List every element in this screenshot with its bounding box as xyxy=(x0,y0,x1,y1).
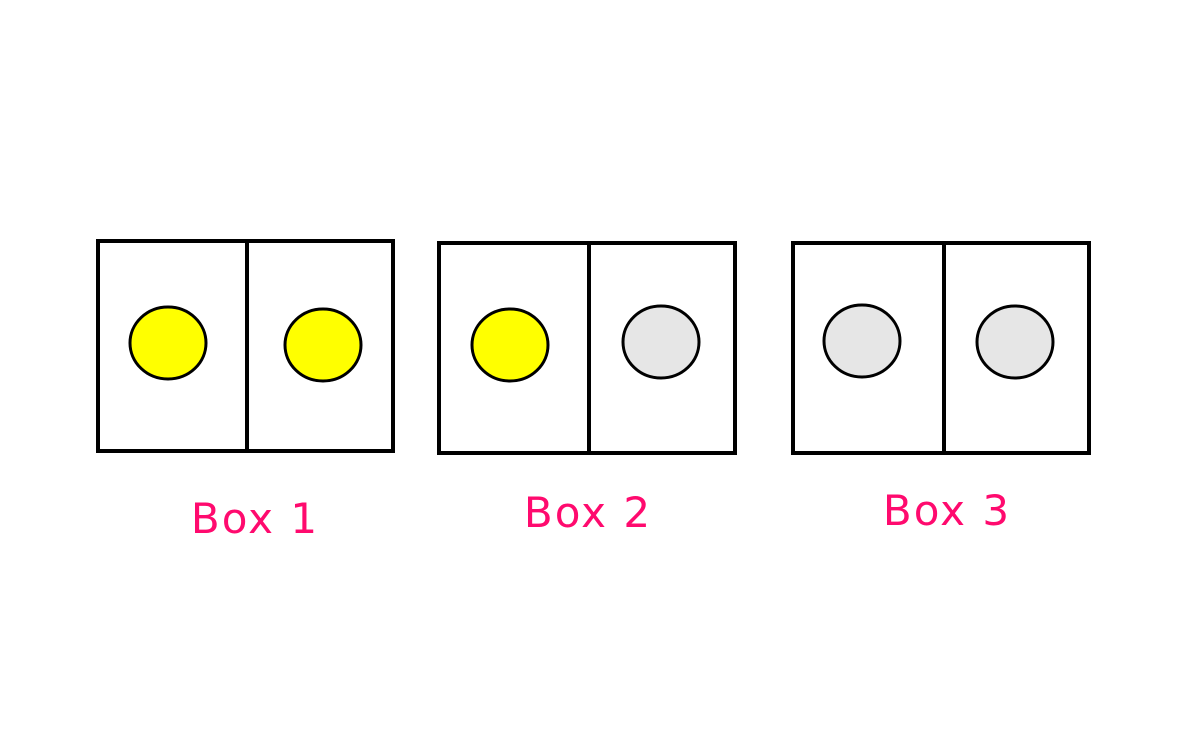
box-2-right-ball xyxy=(621,304,701,380)
box-3-left-ball xyxy=(822,303,902,379)
box-3-right-ball xyxy=(975,304,1055,380)
box-3: Box 3 xyxy=(791,241,1091,535)
box-3-label: Box 3 xyxy=(883,486,1011,535)
box-2: Box 2 xyxy=(437,241,737,537)
box-1-left-ball xyxy=(128,305,208,381)
box-2-label: Box 2 xyxy=(524,488,652,537)
box-1-right-ball xyxy=(283,307,363,383)
box-3-outline xyxy=(791,241,1091,455)
box-2-left-ball xyxy=(470,307,550,383)
box-1-label: Box 1 xyxy=(191,494,319,543)
box-1: Box 1 xyxy=(96,239,395,543)
